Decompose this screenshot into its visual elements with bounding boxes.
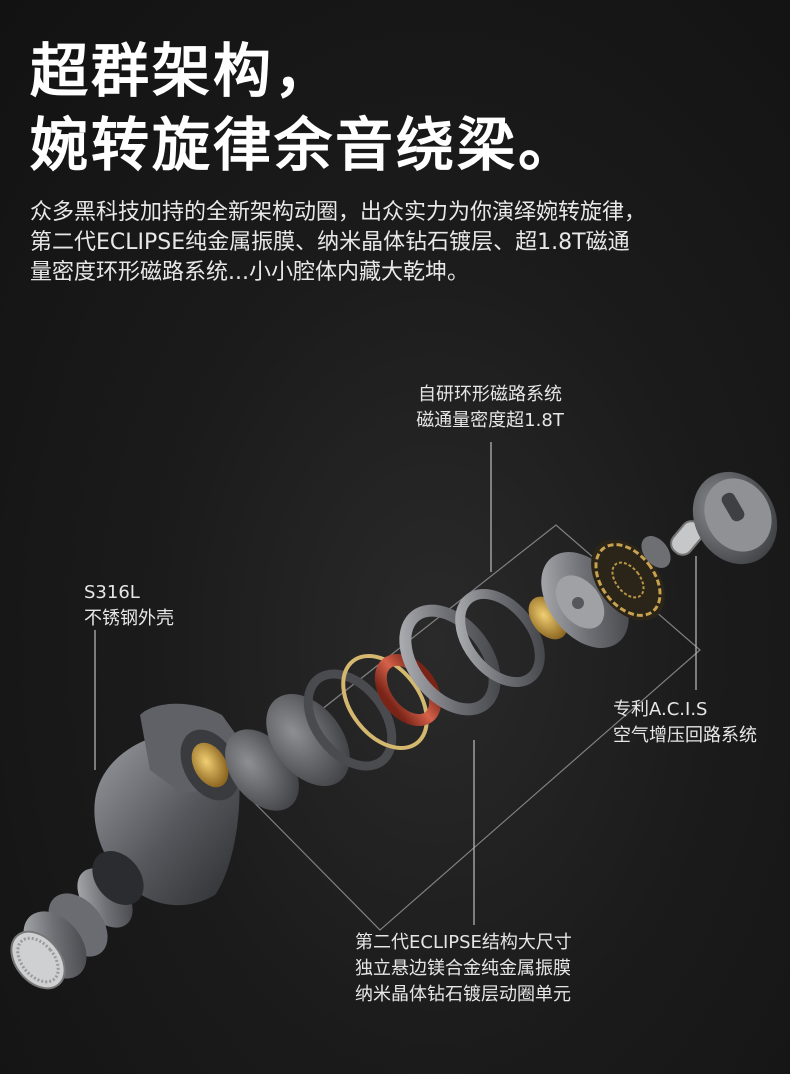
callout-driver-unit: 第二代ECLIPSE结构大尺寸 独立悬边镁合金纯金属振膜 纳米晶体钻石镀层动圈单… <box>355 930 572 1008</box>
callout-shell: S316L 不锈钢外壳 <box>84 580 174 632</box>
shell <box>92 703 240 906</box>
circuit-board <box>591 539 665 621</box>
headline-line-2: 婉转旋律余音绕梁。 <box>30 111 580 179</box>
intro-line-1: 众多黑科技加持的全新架构动圈，出众实力为你演绎婉转旋律， <box>30 200 647 225</box>
gold-ring <box>341 653 429 751</box>
voice-coil <box>374 653 442 727</box>
callout-driver-line-3: 纳米晶体钻石镀层动圈单元 <box>355 984 571 1005</box>
headline: 超群架构， 婉转旋律余音绕梁。 <box>30 34 579 182</box>
callout-driver-line-2: 独立悬边镁合金纯金属振膜 <box>355 958 571 979</box>
callout-acis: 专利A.C.I.S 空气增压回路系统 <box>613 697 757 749</box>
headline-line-1: 超群架构， <box>30 37 336 105</box>
callout-shell-line-1: S316L <box>84 582 140 603</box>
callout-magnetic-line-1: 自研环形磁路系统 <box>418 384 562 405</box>
intro-line-2: 第二代ECLIPSE纯金属振膜、纳米晶体钻石镀层、超1.8T磁通 <box>30 230 630 255</box>
damper-disc <box>641 536 671 568</box>
intro-line-3: 量密度环形磁路系统...小小腔体内藏大乾坤。 <box>30 260 469 285</box>
callout-driver-line-1: 第二代ECLIPSE结构大尺寸 <box>355 932 572 953</box>
diaphragm <box>266 693 350 787</box>
magnet-ring-1 <box>399 604 501 716</box>
suspension-ring <box>303 669 397 771</box>
callout-acis-line-2: 空气增压回路系统 <box>613 725 757 746</box>
intro-paragraph: 众多黑科技加持的全新架构动圈，出众实力为你演绎婉转旋律， 第二代ECLIPSE纯… <box>30 198 770 288</box>
callout-acis-line-1: 专利A.C.I.S <box>613 699 708 720</box>
nozzle <box>10 868 133 990</box>
callout-shell-line-2: 不锈钢外壳 <box>84 608 174 629</box>
magnet-ring-2 <box>455 588 545 688</box>
back-cover <box>692 471 778 565</box>
back-cup <box>541 552 629 648</box>
callout-magnetic-line-2: 磁通量密度超1.8T <box>416 410 564 431</box>
callout-magnetic-system: 自研环形磁路系统 磁通量密度超1.8T <box>395 382 585 434</box>
